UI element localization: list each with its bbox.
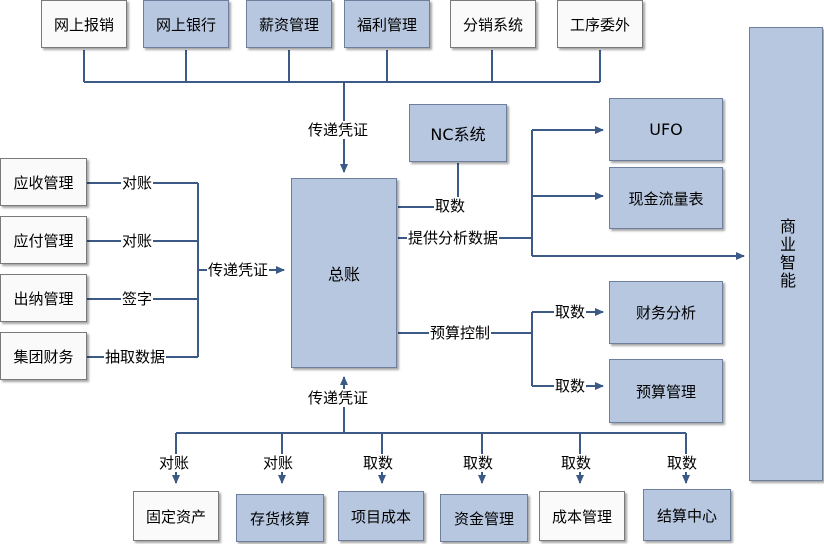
module-label: 预算管理 — [635, 382, 696, 401]
edge-label-extract-data: 抽取数据 — [104, 348, 167, 366]
module-cashier: 出纳管理 — [0, 274, 87, 322]
edge-label-budget-control: 预算控制 — [429, 324, 492, 342]
module-label: 应付管理 — [13, 231, 74, 250]
edge-label-fetch: 取数 — [362, 454, 395, 472]
module-label: 现金流量表 — [628, 189, 704, 208]
module-label: 财务分析 — [635, 304, 696, 322]
edge-label-bottom-transfer: 传递凭证 — [307, 389, 370, 407]
module-label: 分销系统 — [462, 15, 523, 34]
module-budget-management: 预算管理 — [609, 359, 723, 423]
module-payables: 应付管理 — [0, 216, 87, 264]
edge-label-fetch-budget: 取数 — [554, 377, 587, 395]
module-label: 福利管理 — [356, 15, 417, 34]
module-label: 成本管理 — [551, 507, 612, 526]
module-receivables: 应收管理 — [0, 158, 87, 206]
module-online-banking: 网上银行 — [143, 0, 229, 48]
module-label: UFO — [649, 120, 683, 139]
module-payroll: 薪资管理 — [246, 0, 332, 48]
edge-label-reconcile: 对账 — [121, 174, 154, 192]
module-distribution: 分销系统 — [450, 0, 536, 48]
business-intelligence: 商业智能 — [749, 27, 823, 481]
module-financial-analysis: 财务分析 — [609, 281, 723, 344]
module-cost-management: 成本管理 — [539, 491, 625, 541]
general-ledger-label: 总账 — [327, 265, 360, 284]
module-ufo: UFO — [609, 98, 723, 161]
business-intelligence-label: 商业智能 — [777, 218, 796, 290]
module-project-cost: 项目成本 — [338, 491, 424, 541]
module-inventory-accounting: 存货核算 — [236, 494, 324, 542]
edge-label-fetch-analysis: 取数 — [554, 303, 587, 321]
module-label: 薪资管理 — [258, 15, 319, 34]
module-fixed-assets: 固定资产 — [133, 491, 219, 541]
edge-label-reconcile: 对账 — [262, 454, 295, 472]
module-label: 应收管理 — [13, 173, 74, 192]
edge-label-reconcile: 对账 — [121, 232, 154, 250]
edge-label-fetch: 取数 — [462, 454, 495, 472]
module-label: 网上银行 — [155, 15, 216, 34]
module-cash-flow-statement: 现金流量表 — [609, 167, 723, 229]
edge-label-nc-fetch: 取数 — [434, 197, 467, 215]
edge-label-top-transfer: 传递凭证 — [307, 121, 370, 139]
nc-system: NC系统 — [409, 104, 507, 162]
edge-label-reconcile: 对账 — [158, 454, 191, 472]
module-fund-management: 资金管理 — [440, 494, 528, 542]
module-label: 集团财务 — [13, 347, 74, 366]
nc-system-label: NC系统 — [430, 125, 486, 144]
module-label: 工序委外 — [569, 15, 630, 34]
module-settlement-center: 结算中心 — [643, 489, 731, 541]
module-group-finance: 集团财务 — [0, 332, 87, 380]
edge-label-fetch: 取数 — [560, 454, 593, 472]
module-online-reimbursement: 网上报销 — [41, 0, 127, 48]
module-label: 存货核算 — [249, 509, 310, 528]
edge-label-fetch: 取数 — [666, 454, 699, 472]
general-ledger: 总账 — [291, 178, 397, 368]
module-welfare: 福利管理 — [344, 0, 430, 48]
module-label: 出纳管理 — [13, 289, 74, 308]
edge-label-left-transfer: 传递凭证 — [207, 261, 270, 279]
module-label: 结算中心 — [656, 506, 717, 525]
module-outsourcing: 工序委外 — [557, 0, 643, 48]
module-label: 项目成本 — [350, 507, 411, 526]
edge-label-provide-analysis: 提供分析数据 — [407, 229, 500, 247]
module-label: 资金管理 — [453, 509, 514, 528]
edge-label-sign: 签字 — [121, 290, 154, 308]
module-label: 固定资产 — [145, 507, 206, 526]
module-label: 网上报销 — [53, 15, 114, 34]
